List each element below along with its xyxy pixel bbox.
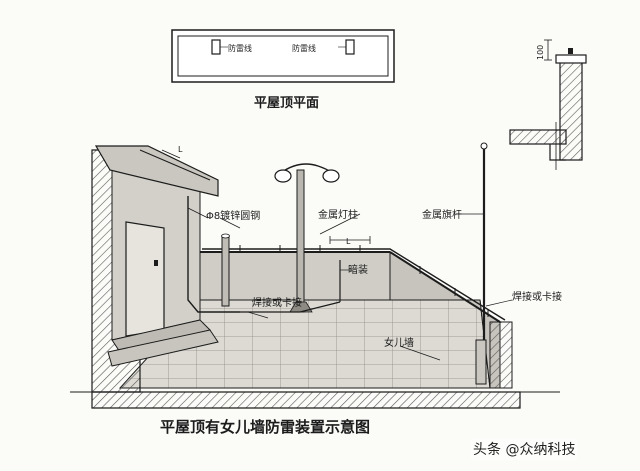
plan-label-right: 防雷线: [292, 43, 316, 53]
detail-conductor: [568, 48, 573, 54]
label-metal-lamp-post: 金属灯柱: [318, 208, 358, 221]
label-surface-mount: 暗装: [348, 263, 368, 276]
parapet-detail: 100: [509, 39, 587, 170]
stair-roof-spacing: L: [178, 145, 183, 154]
lamp-globe-left: [274, 169, 292, 183]
plan-block-right: [345, 39, 355, 55]
stair-house-roof: [94, 145, 219, 197]
detail-wall: [559, 59, 583, 161]
label-weld-clamp-left: 焊接或卡接: [252, 296, 302, 309]
label-spacing-dim: L: [346, 237, 351, 246]
lamp-globe-right: [322, 169, 340, 183]
lamp-post: [274, 163, 340, 313]
detail-slab: [509, 129, 567, 145]
plan-block-left: [211, 39, 221, 55]
label-galvanized-bar: Φ8镀锌圆钢: [206, 209, 260, 222]
base-slab: [91, 391, 521, 409]
door: [125, 221, 165, 337]
detail-dimension: 100: [536, 45, 545, 60]
roof-plan: 防雷线 防雷线 平屋顶平面: [171, 29, 395, 111]
labels: Φ8镀锌圆钢 金属灯柱 金属旗杆 L 暗装 焊接或卡接 焊接或卡接 女儿墙 平屋…: [160, 208, 562, 436]
watermark: 头条 @众纳科技: [470, 438, 579, 460]
label-parapet: 女儿墙: [384, 336, 414, 349]
vent-pipe: [221, 235, 230, 307]
plan-outline: [171, 29, 395, 83]
plan-label-left: 防雷线: [228, 43, 252, 53]
flagpole: [475, 142, 488, 385]
plan-title: 平屋顶平面: [254, 96, 319, 111]
main-title: 平屋顶有女儿墙防雷装置示意图: [160, 418, 370, 436]
galvanized-bar-line: [187, 196, 240, 313]
detail-coping: [555, 54, 587, 64]
label-weld-clamp-right: 焊接或卡接: [512, 290, 562, 303]
main-perspective: L: [70, 142, 560, 409]
plan-inner-outline: [177, 35, 389, 77]
label-metal-flagpole: 金属旗杆: [422, 208, 462, 221]
right-parapet-section: [489, 321, 513, 389]
parapet-conductor: [202, 248, 506, 321]
